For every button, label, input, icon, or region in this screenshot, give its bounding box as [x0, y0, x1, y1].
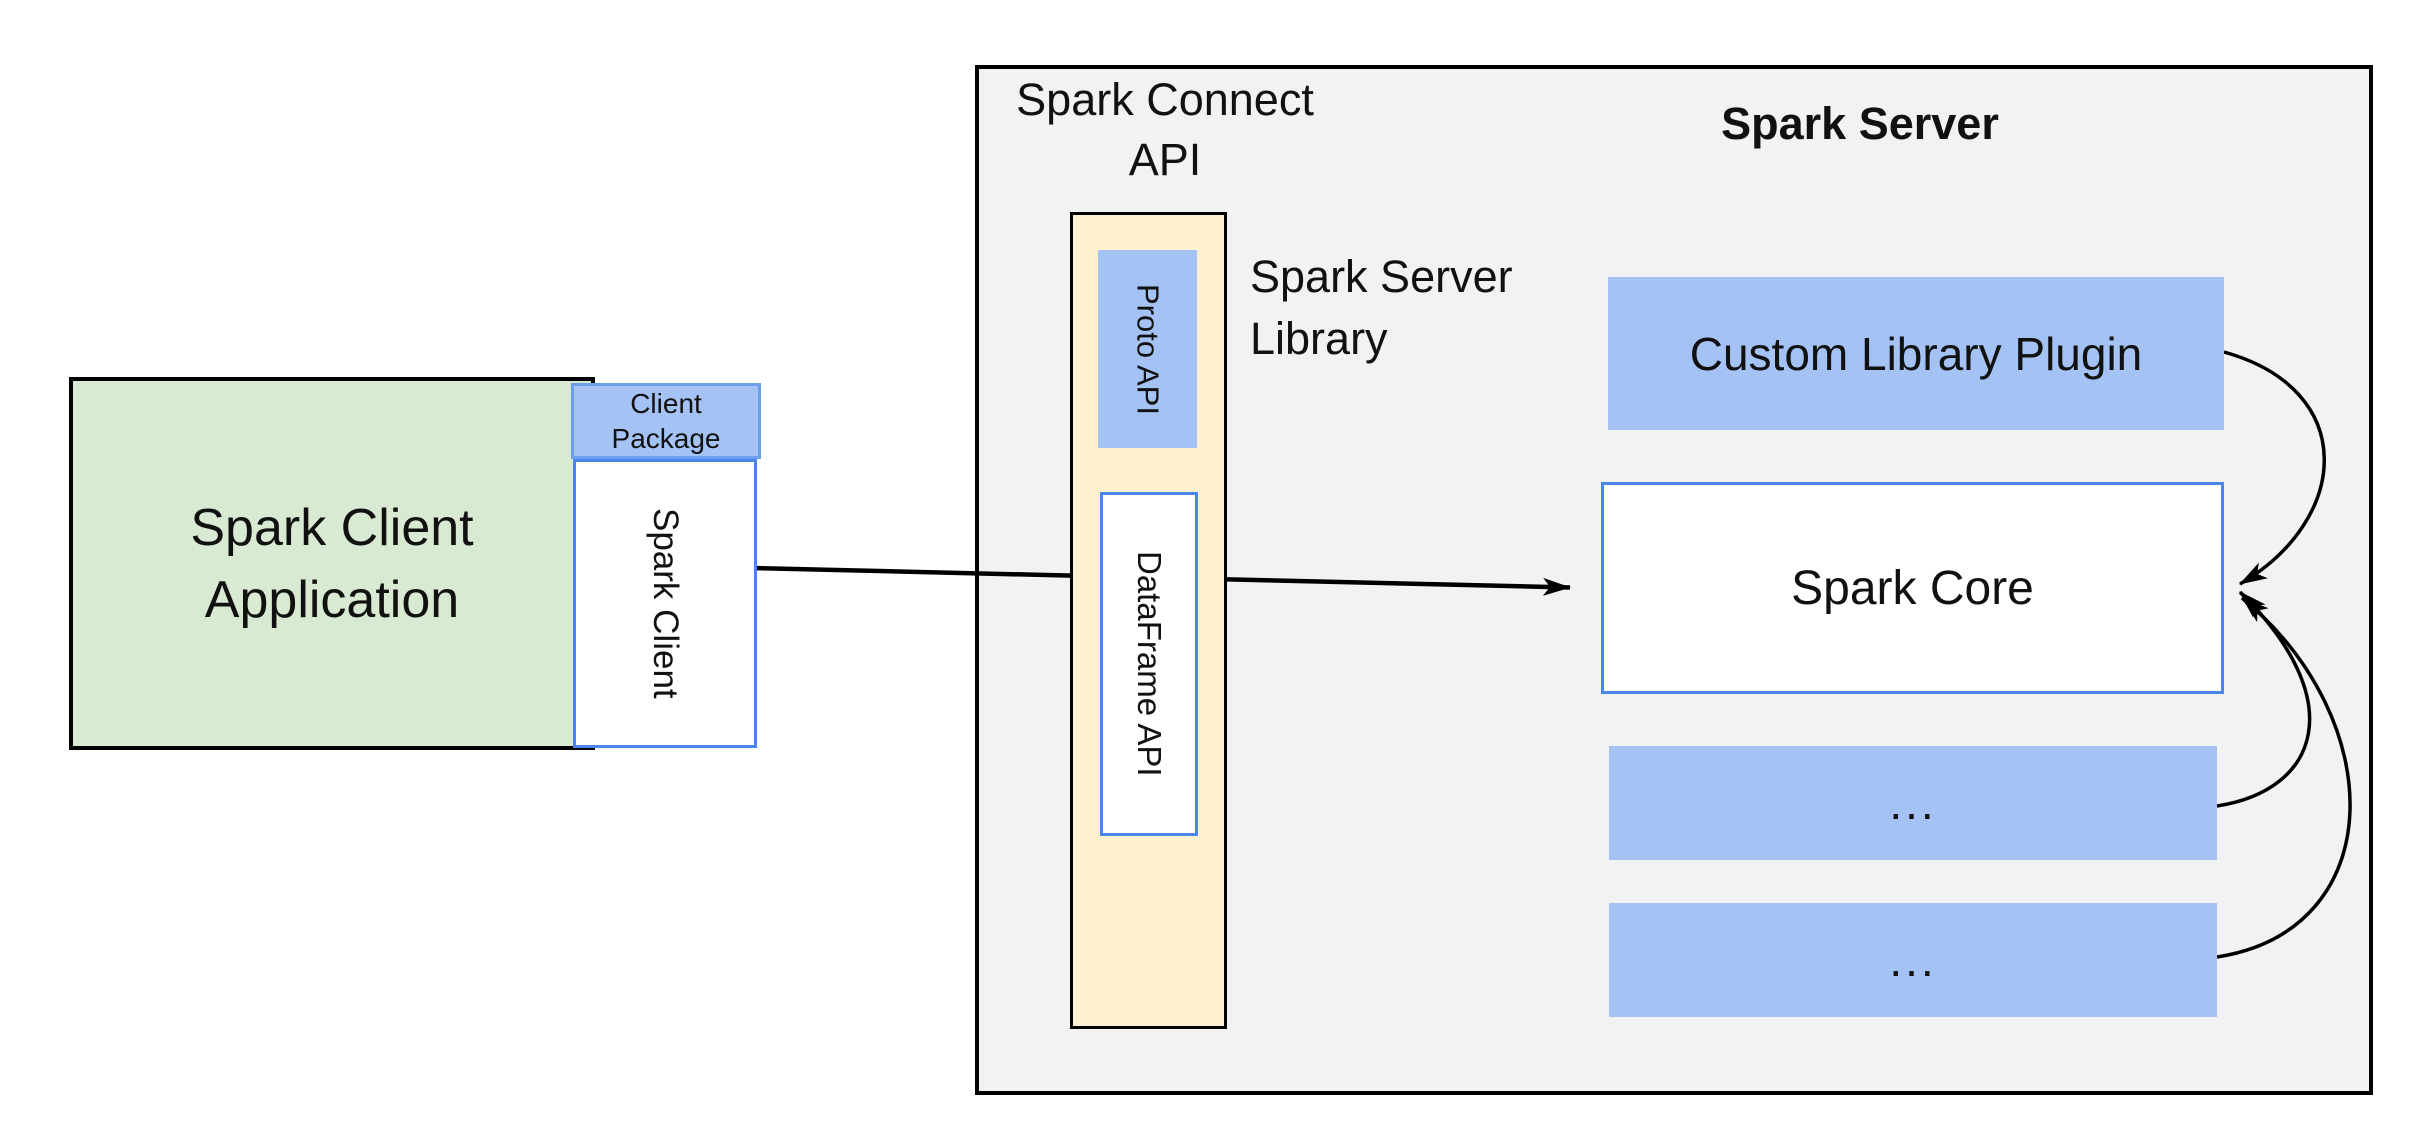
more-plugins-box-1: ... — [1609, 746, 2217, 860]
spark-connect-api-label: Spark Connect API — [1005, 70, 1325, 190]
spark-client-label: Spark Client — [646, 508, 685, 699]
spark-server-library-line2: Library — [1250, 313, 1388, 364]
spark-client-application-label: Spark Client Application — [190, 492, 473, 636]
proto-api-label: Proto API — [1130, 283, 1166, 415]
spark-client-application-box: Spark Client Application — [69, 377, 595, 750]
dataframe-api-box: DataFrame API — [1100, 492, 1198, 836]
spark-server-title: Spark Server — [1721, 98, 1999, 149]
spark-connect-api-line2: API — [1128, 134, 1202, 185]
client-package-line2: Package — [611, 423, 721, 454]
spark-server-library-label: Spark Server Library — [1250, 246, 1670, 370]
custom-library-plugin-label: Custom Library Plugin — [1689, 327, 2143, 380]
spark-server-library-line1: Spark Server — [1250, 251, 1513, 302]
spark-client-box: Spark Client — [573, 459, 757, 748]
custom-library-plugin-box: Custom Library Plugin — [1608, 277, 2224, 430]
spark-client-application-line1: Spark Client — [190, 498, 474, 557]
dataframe-api-label: DataFrame API — [1131, 551, 1168, 777]
more-plugins-label-2: ... — [1889, 934, 1937, 986]
spark-connect-api-line1: Spark Connect — [1016, 74, 1314, 125]
spark-client-application-line2: Application — [204, 570, 460, 629]
client-package-line1: Client — [630, 388, 702, 419]
client-package-label: Client Package — [612, 386, 721, 456]
proto-api-box: Proto API — [1098, 250, 1197, 448]
spark-core-box: Spark Core — [1601, 482, 2224, 694]
spark-core-label: Spark Core — [1791, 561, 2034, 615]
more-plugins-box-2: ... — [1609, 903, 2217, 1017]
more-plugins-label-1: ... — [1889, 777, 1937, 829]
client-package-box: Client Package — [571, 383, 761, 459]
